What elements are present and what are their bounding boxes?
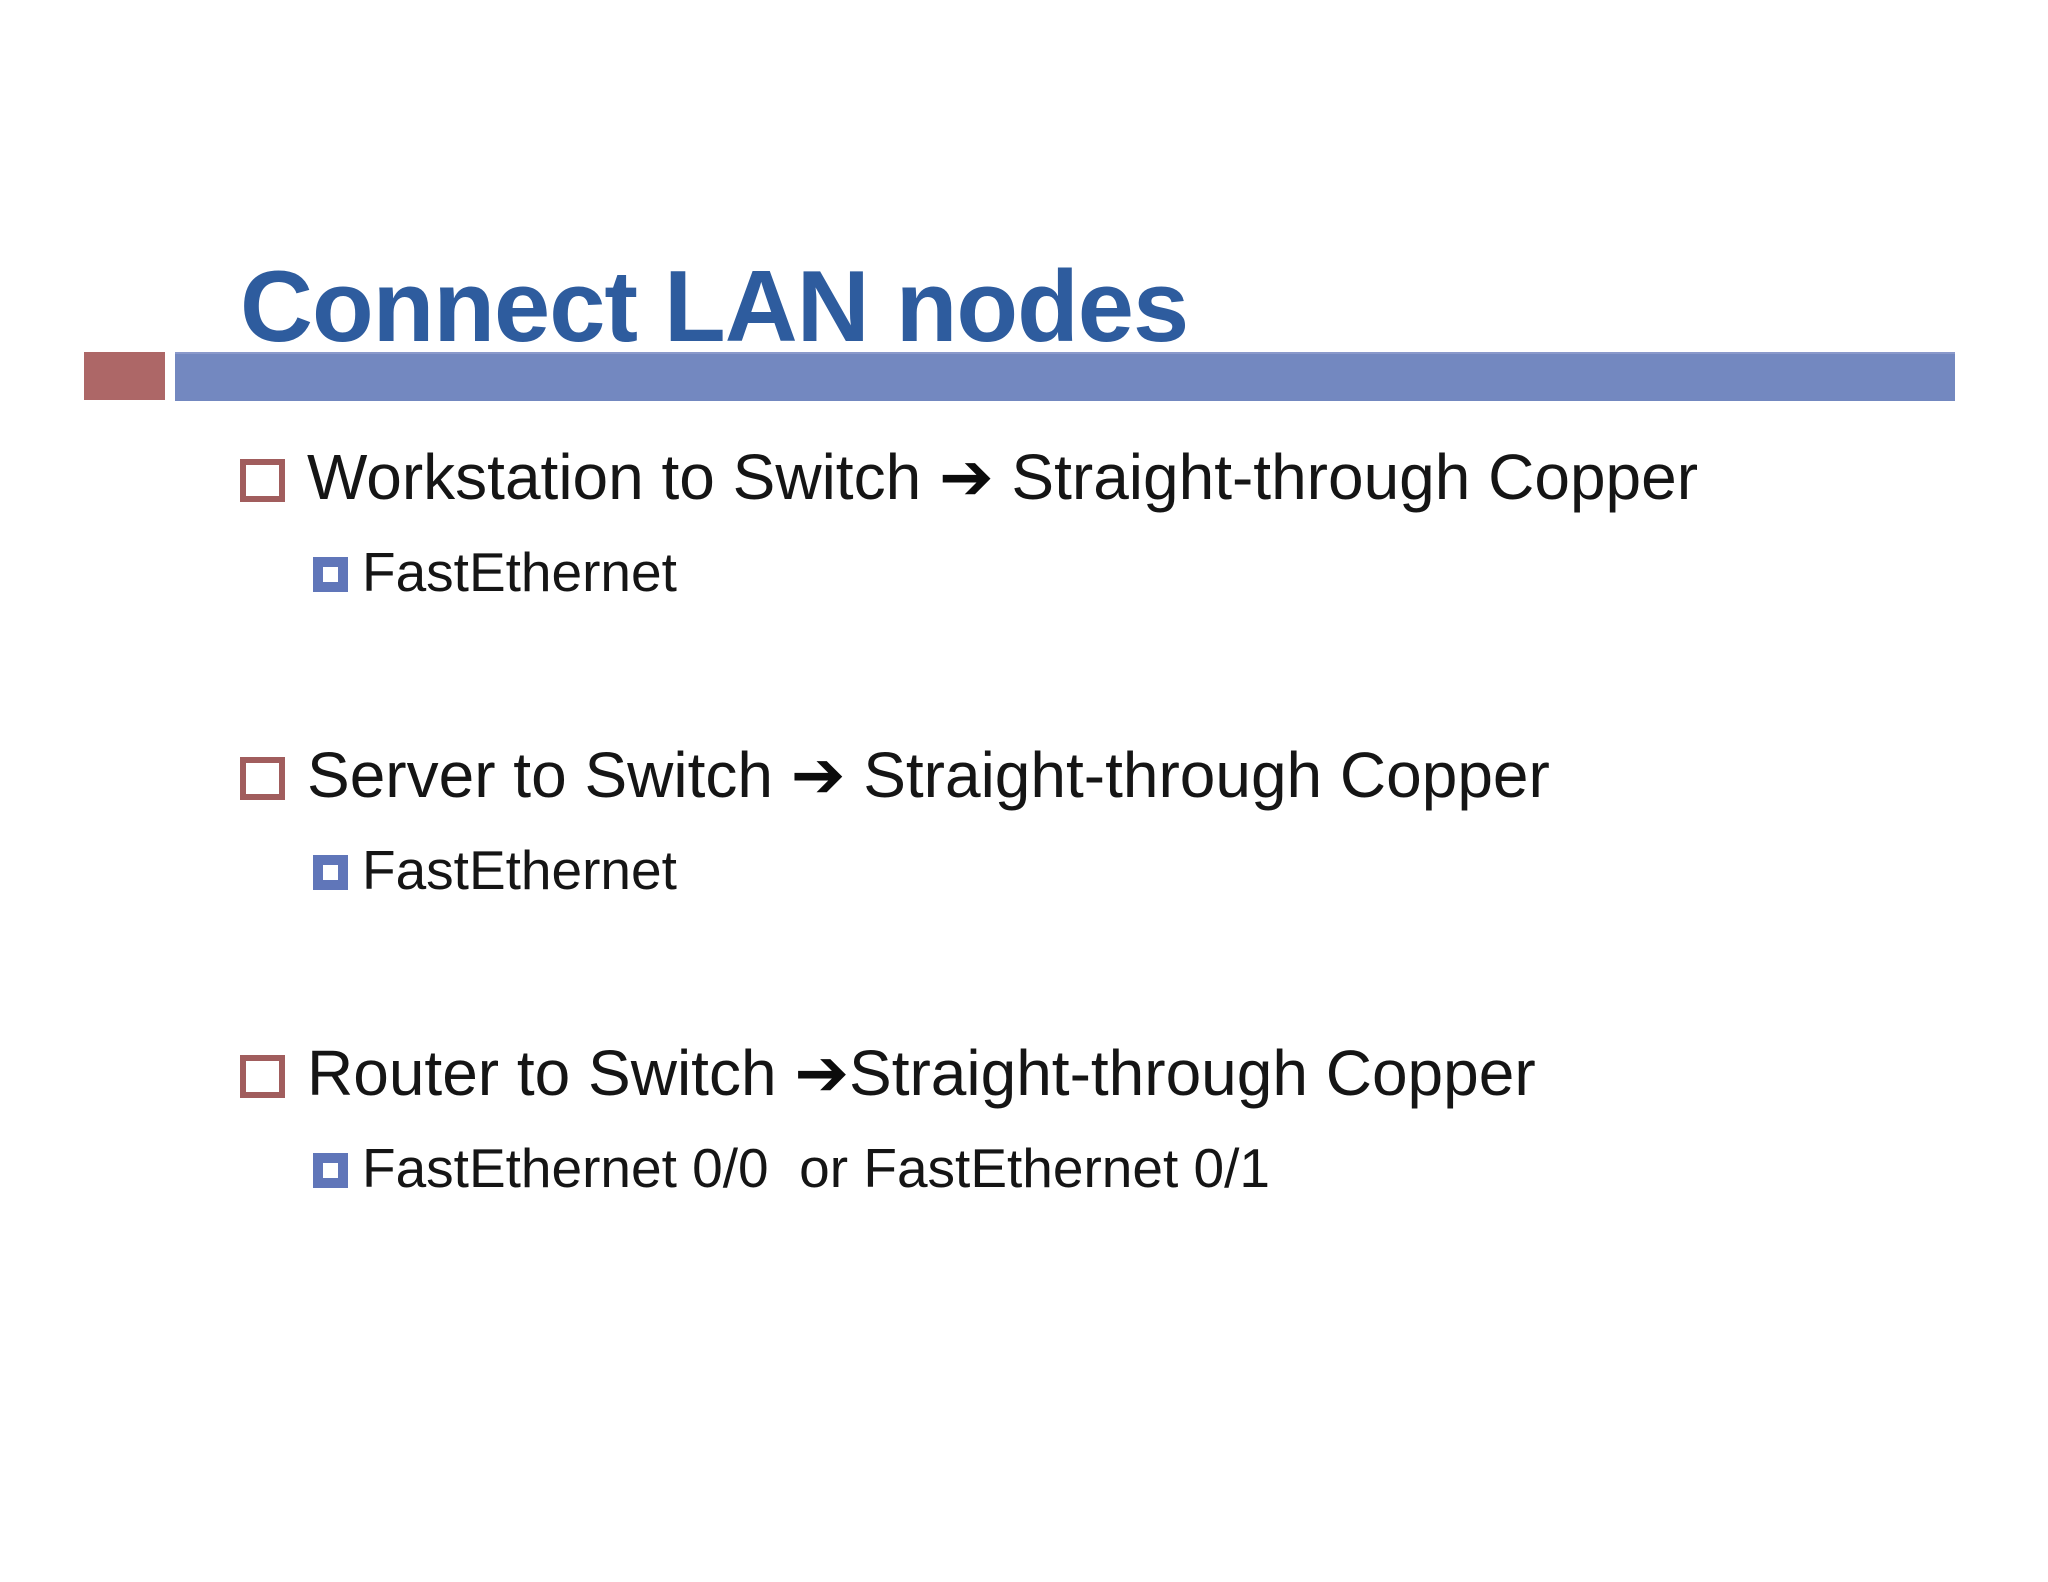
right-arrow-icon: ➔	[794, 1035, 849, 1111]
sub-bullet-text: FastEthernet	[362, 541, 677, 604]
bullet-text-lhs: Router to Switch	[307, 1037, 795, 1109]
hollow-square-bullet-icon	[240, 1055, 285, 1099]
title-underline-red-block	[84, 352, 165, 400]
square-donut-bullet-icon	[313, 1153, 348, 1189]
sub-bullet-line: FastEthernet	[313, 541, 1698, 604]
bullet-text-rhs: Straight-through Copper	[849, 1037, 1536, 1109]
sub-bullet-line: FastEthernet	[313, 839, 1550, 902]
bullet-text-rhs: Straight-through Copper	[993, 441, 1699, 513]
hollow-square-bullet-icon	[240, 459, 285, 503]
sub-bullet-line: FastEthernet 0/0 or FastEthernet 0/1	[313, 1137, 1536, 1200]
hollow-square-bullet-icon	[240, 757, 285, 801]
bullet-text: Workstation to Switch ➔ Straight-through…	[307, 439, 1699, 515]
title-underline-blue-bar	[175, 352, 1955, 401]
sub-bullet-text: FastEthernet	[362, 839, 677, 902]
right-arrow-icon: ➔	[790, 737, 846, 813]
bullet-group: Workstation to Switch ➔ Straight-through…	[240, 439, 1699, 604]
bullet-line: Router to Switch ➔Straight-through Coppe…	[240, 1035, 1536, 1111]
bullet-text-lhs: Workstation to Switch	[307, 441, 939, 513]
square-donut-bullet-icon	[313, 557, 348, 593]
square-donut-bullet-icon	[313, 855, 348, 891]
bullet-text-lhs: Server to Switch	[307, 739, 791, 811]
bullet-text: Server to Switch ➔ Straight-through Copp…	[307, 737, 1550, 813]
bullet-text: Router to Switch ➔Straight-through Coppe…	[307, 1035, 1536, 1111]
bullet-text-rhs: Straight-through Copper	[845, 739, 1550, 811]
page-title: Connect LAN nodes	[240, 250, 1189, 363]
right-arrow-icon: ➔	[938, 439, 994, 515]
sub-bullet-text: FastEthernet 0/0 or FastEthernet 0/1	[362, 1137, 1270, 1200]
bullet-group: Server to Switch ➔ Straight-through Copp…	[240, 737, 1550, 902]
bullet-group: Router to Switch ➔Straight-through Coppe…	[240, 1035, 1536, 1200]
bullet-line: Server to Switch ➔ Straight-through Copp…	[240, 737, 1550, 813]
bullet-line: Workstation to Switch ➔ Straight-through…	[240, 439, 1699, 515]
